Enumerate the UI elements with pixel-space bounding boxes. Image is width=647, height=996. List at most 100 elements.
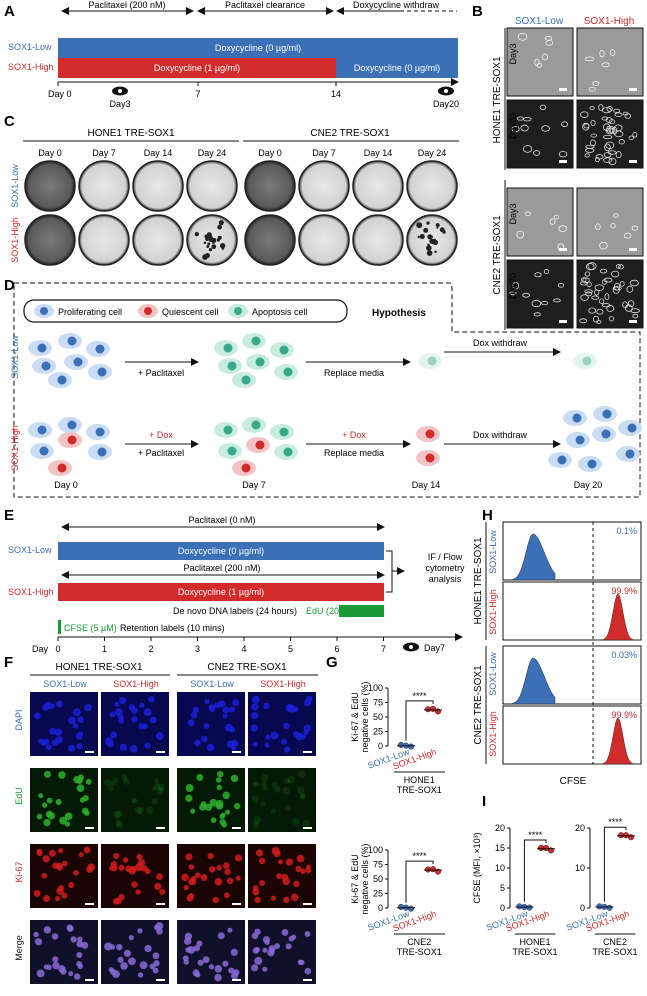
nucleus-spot xyxy=(281,928,289,936)
cell-nucleus xyxy=(227,446,237,456)
d-hypothesis: Hypothesis xyxy=(372,308,426,319)
cell-nucleus xyxy=(67,420,77,430)
phase-label-withdraw: Doxycycline withdraw xyxy=(353,0,440,10)
cell-mark xyxy=(543,269,550,275)
cell-nucleus xyxy=(427,356,437,366)
nucleus-spot xyxy=(251,795,260,803)
nucleus-spot xyxy=(46,964,52,971)
nucleus-spot xyxy=(108,785,114,791)
cell-mark xyxy=(605,141,615,150)
e-analysis-1: IF / Flow xyxy=(428,552,463,562)
nucleus-spot xyxy=(131,881,138,888)
cell-mark xyxy=(622,301,629,309)
nucleus-spot xyxy=(252,947,260,954)
cell-mark xyxy=(549,218,556,225)
cell-mark xyxy=(580,111,589,118)
nucleus-spot xyxy=(76,940,84,948)
cell-mark xyxy=(599,241,608,250)
data-point xyxy=(425,706,432,713)
cell-nucleus xyxy=(625,449,635,459)
nucleus-spot xyxy=(72,723,79,729)
colony-dish xyxy=(78,160,130,212)
panel-b: B SOX1-Low SOX1-High Day3 Day20 Day3 Day… xyxy=(472,3,644,330)
nucleus-spot xyxy=(43,926,52,934)
nucleus-spot xyxy=(131,716,138,723)
nucleus-spot xyxy=(33,931,39,938)
nucleus-spot xyxy=(155,732,164,741)
tick-label-7: 7 xyxy=(195,89,200,99)
cell-mark xyxy=(603,277,613,283)
nucleus-spot xyxy=(270,731,279,740)
nucleus-spot xyxy=(144,742,151,749)
nucleus-spot xyxy=(154,882,162,891)
nucleus-spot xyxy=(259,800,266,807)
cell-mark xyxy=(606,305,615,312)
nucleus-spot xyxy=(109,944,116,950)
nucleus-spot xyxy=(192,706,200,713)
nucleus-spot xyxy=(73,869,79,876)
nucleus-spot xyxy=(287,775,296,784)
cell-mark xyxy=(608,316,615,322)
nucleus-spot xyxy=(110,731,118,739)
colony-spot xyxy=(426,221,430,225)
nucleus-spot xyxy=(76,777,83,785)
cell-nucleus xyxy=(255,440,265,450)
colony-spot xyxy=(206,245,210,249)
colony-spot xyxy=(208,247,213,252)
nucleus-spot xyxy=(193,944,201,952)
nucleus-spot xyxy=(298,770,306,778)
nucleus-spot xyxy=(61,860,68,867)
fluorescence-image xyxy=(30,692,98,756)
f-fluorescence-images xyxy=(30,692,316,984)
data-point xyxy=(430,866,437,873)
cell-mark xyxy=(580,294,589,301)
e-bar-high-label: Doxycycline (1 µg/ml) xyxy=(178,587,264,597)
significance-stars: **** xyxy=(528,830,543,840)
histogram-percent: 0.1% xyxy=(616,526,637,536)
scale-bar xyxy=(303,827,312,829)
d-high-step-1b: + Paclitaxel xyxy=(138,448,184,458)
d-dashed-frame xyxy=(13,282,641,498)
eye-icon xyxy=(438,86,454,96)
colony-spot xyxy=(205,237,210,241)
e-pac-low: Paclitaxel (0 nM) xyxy=(188,515,255,525)
panel-label-e: E xyxy=(4,507,14,524)
nucleus-spot xyxy=(196,774,204,781)
nucleus-spot xyxy=(64,812,73,821)
nucleus-spot xyxy=(38,793,44,799)
y-tick-label: 75 xyxy=(373,860,383,870)
histogram-curve xyxy=(596,717,640,765)
cell-mark xyxy=(584,153,590,158)
nucleus-spot xyxy=(116,822,123,829)
nucleus-spot xyxy=(186,894,194,902)
panel-label-h: H xyxy=(482,507,493,524)
scale-bar xyxy=(156,751,165,753)
nucleus-spot xyxy=(51,933,59,940)
nucleus-spot xyxy=(203,723,210,730)
cell-mark xyxy=(607,150,617,155)
nucleus-spot xyxy=(185,794,193,802)
cell-mark xyxy=(541,125,550,132)
cell-mark xyxy=(590,133,597,138)
c-day-label: Day 14 xyxy=(364,148,393,158)
nucleus-spot xyxy=(292,706,299,713)
scale-bar xyxy=(303,979,312,981)
nucleus-spot xyxy=(42,894,51,903)
colony-spot xyxy=(417,235,420,239)
colony-spot xyxy=(432,240,437,245)
nucleus-spot xyxy=(225,809,231,815)
x-category-label: SOX1-High xyxy=(504,908,550,933)
significance-bracket xyxy=(405,700,434,741)
nucleus-spot xyxy=(58,848,64,854)
nucleus-spot xyxy=(219,813,225,820)
y-tick-label: 25 xyxy=(373,727,383,737)
cell-mark xyxy=(631,225,639,231)
scale-bar xyxy=(85,903,94,905)
cell-mark xyxy=(558,225,568,232)
y-tick-label: 0 xyxy=(378,741,383,751)
scale-bar xyxy=(559,320,567,323)
panel-label-f: F xyxy=(4,654,13,671)
nucleus-spot xyxy=(130,865,137,873)
nucleus-spot xyxy=(183,937,192,946)
